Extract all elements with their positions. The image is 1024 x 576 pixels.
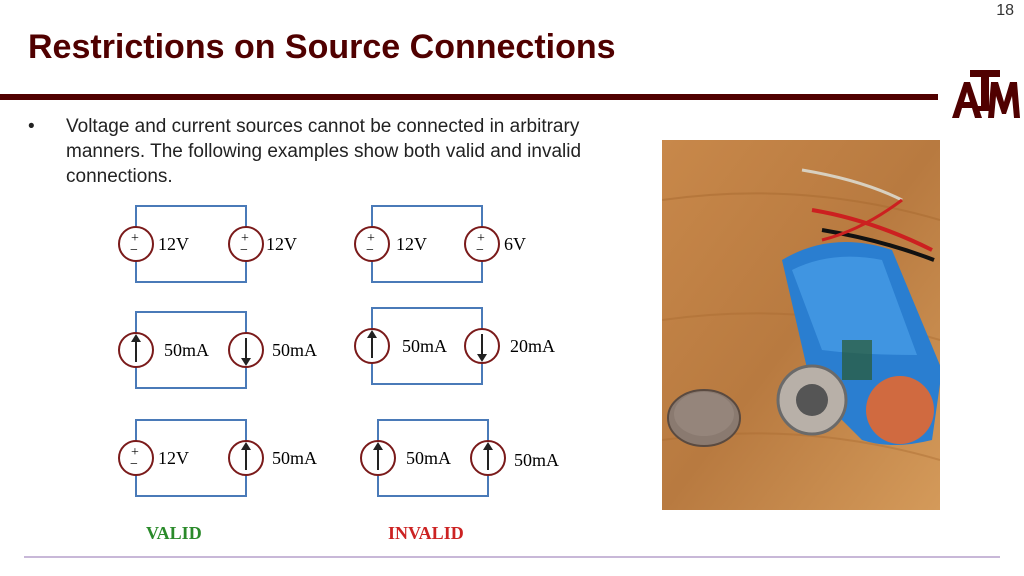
svg-text:−: − (130, 243, 138, 258)
source-label: 50mA (406, 448, 451, 468)
invalid-circuit-3: 50mA 50mA (360, 419, 559, 497)
source-label: 20mA (510, 336, 555, 356)
source-label: 12V (158, 234, 189, 254)
svg-text:+: + (241, 231, 249, 246)
svg-text:+: + (131, 445, 139, 460)
valid-circuit-2: 50mA 50mA (118, 311, 317, 389)
source-label: 6V (504, 234, 526, 254)
page-number: 18 (996, 2, 1014, 19)
bullet-text: Voltage and current sources cannot be co… (66, 116, 582, 187)
svg-text:−: − (476, 243, 484, 258)
voltage-source-icon (118, 440, 154, 476)
svg-text:−: − (130, 457, 138, 472)
svg-text:+: + (477, 231, 485, 246)
invalid-circuit-1: + − + − 12V 6V (354, 205, 526, 283)
svg-text:−: − (240, 243, 248, 258)
source-label: 50mA (514, 450, 559, 470)
valid-circuit-1: + − + − 12V 12V (118, 205, 297, 283)
svg-text:+: + (367, 231, 375, 246)
valid-label: VALID (146, 523, 202, 543)
slide-title: Restrictions on Source Connections (28, 28, 616, 66)
atm-logo-icon (952, 70, 1020, 118)
source-label: 50mA (402, 336, 447, 356)
source-label: 12V (396, 234, 427, 254)
invalid-circuit-2: 50mA 20mA (354, 307, 555, 385)
battery-photo (662, 140, 940, 510)
voltage-source-icon (354, 226, 390, 262)
valid-circuit-3: + − 12V 50mA (118, 419, 317, 497)
voltage-source-icon (464, 226, 500, 262)
source-label: 12V (266, 234, 297, 254)
source-label: 12V (158, 448, 189, 468)
svg-text:−: − (366, 243, 374, 258)
svg-text:+: + (131, 231, 139, 246)
source-label: 50mA (164, 340, 209, 360)
invalid-label: INVALID (388, 523, 464, 543)
voltage-source-icon (228, 226, 264, 262)
bullet-marker: • (28, 116, 35, 137)
voltage-source-icon (118, 226, 154, 262)
source-label: 50mA (272, 340, 317, 360)
source-label: 50mA (272, 448, 317, 468)
title-divider (0, 94, 938, 100)
circuit-diagrams: + − + − 12V 12V 50mA 50mA + − 12V 50mA +… (118, 205, 559, 497)
footer-divider (24, 556, 1000, 558)
